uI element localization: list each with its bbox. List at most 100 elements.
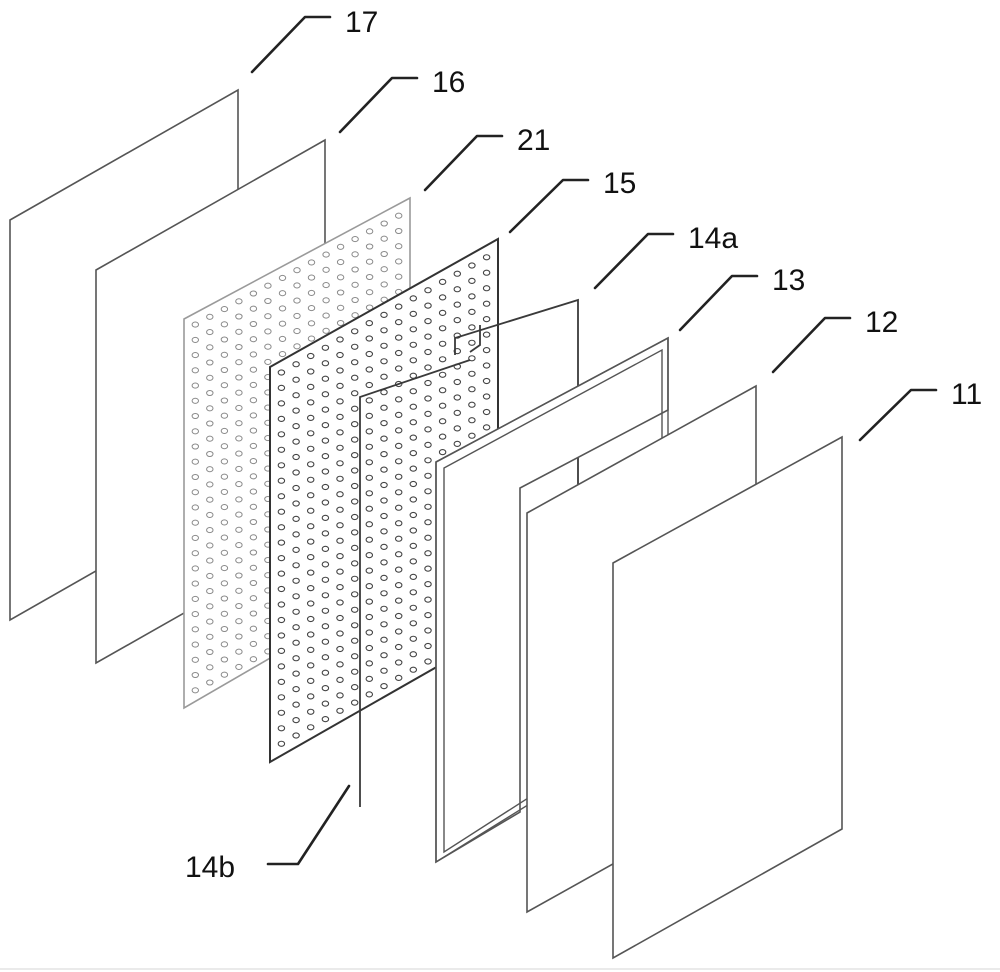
perforation-hole xyxy=(249,381,258,388)
perforation-hole xyxy=(292,716,300,724)
perforation-hole xyxy=(336,568,344,575)
perforation-hole xyxy=(191,489,200,496)
perforation-hole xyxy=(438,418,447,425)
perforation-hole xyxy=(191,504,200,511)
perforation-hole xyxy=(468,401,476,408)
perforation-hole xyxy=(306,414,315,422)
perforation-hole xyxy=(394,597,403,604)
perforation-hole xyxy=(409,558,418,565)
perforation-hole xyxy=(206,450,214,458)
perforation-hole xyxy=(424,565,432,572)
perforation-hole xyxy=(220,625,229,633)
perforation-hole xyxy=(306,461,315,468)
perforation-hole xyxy=(321,684,330,692)
perforation-hole xyxy=(453,286,462,293)
perforation-hole xyxy=(336,351,344,359)
perforation-hole xyxy=(394,581,403,589)
perforation-hole xyxy=(307,259,316,266)
perforation-hole xyxy=(249,518,258,526)
perforation-hole xyxy=(336,259,345,266)
perforation-hole xyxy=(438,371,447,378)
perforation-hole xyxy=(292,392,300,399)
perforation-hole xyxy=(249,397,258,404)
perforation-hole xyxy=(306,507,315,514)
perforation-hole xyxy=(438,340,447,347)
perforation-hole xyxy=(438,433,447,440)
perforation-hole xyxy=(350,653,359,660)
perforation-hole xyxy=(482,408,491,416)
perforation-hole xyxy=(336,274,345,281)
perforation-hole xyxy=(468,432,476,439)
perforation-hole xyxy=(336,661,344,668)
perforation-hole xyxy=(424,395,432,402)
perforation-hole xyxy=(321,421,330,429)
perforation-hole xyxy=(292,639,300,646)
perforation-hole xyxy=(264,297,272,305)
perforation-hole xyxy=(277,446,286,453)
perforation-hole xyxy=(292,407,300,414)
perforation-hole xyxy=(306,569,315,576)
perforation-hole xyxy=(350,482,359,490)
perforation-hole xyxy=(409,527,418,534)
perforation-hole xyxy=(321,391,330,398)
perforation-hole xyxy=(394,659,403,666)
perforation-hole xyxy=(235,557,243,564)
perforation-hole xyxy=(438,387,447,394)
perforation-hole xyxy=(409,419,418,426)
perforation-hole xyxy=(249,503,258,510)
perforation-hole xyxy=(306,445,315,452)
perforation-hole xyxy=(409,620,418,627)
perforation-hole xyxy=(191,626,200,633)
perforation-hole xyxy=(336,243,345,250)
perforation-hole xyxy=(336,645,344,653)
perforation-hole xyxy=(249,366,258,373)
perforation-hole xyxy=(336,676,344,684)
perforation-hole xyxy=(365,551,374,559)
perforation-hole xyxy=(206,633,214,640)
perforation-hole xyxy=(235,450,243,457)
perforation-hole xyxy=(394,411,403,419)
perforation-hole xyxy=(206,648,214,656)
perforation-hole xyxy=(235,404,243,411)
perforation-hole xyxy=(235,602,243,610)
perforation-hole xyxy=(380,512,388,520)
perforation-hole xyxy=(350,420,359,428)
perforation-hole xyxy=(191,534,200,541)
perforation-hole xyxy=(350,498,359,505)
perforation-hole xyxy=(307,305,316,312)
perforation-hole xyxy=(409,635,418,642)
perforation-hole xyxy=(277,508,286,515)
perforation-hole xyxy=(336,460,344,467)
perforation-hole xyxy=(220,427,229,434)
perforation-hole xyxy=(235,343,243,351)
perforation-hole xyxy=(350,637,359,644)
perforation-hole xyxy=(380,419,388,427)
perforation-hole xyxy=(249,656,258,663)
perforation-hole xyxy=(336,583,344,591)
perforation-hole xyxy=(365,536,374,543)
perforation-hole xyxy=(453,316,462,324)
perforation-hole xyxy=(424,364,432,371)
perforation-hole xyxy=(206,588,214,595)
perforation-hole xyxy=(351,296,359,304)
perforation-hole xyxy=(409,496,418,503)
perforation-hole xyxy=(191,321,200,328)
perforation-hole xyxy=(482,285,491,292)
perforation-hole xyxy=(292,469,300,476)
label-16: 16 xyxy=(432,66,465,99)
perforation-hole xyxy=(264,343,272,350)
perforation-hole xyxy=(322,266,330,273)
perforation-hole xyxy=(482,269,491,276)
perforation-hole xyxy=(350,591,359,598)
perforation-hole xyxy=(220,504,229,511)
perforation-hole xyxy=(468,386,476,393)
perforation-hole xyxy=(394,643,403,651)
perforation-hole xyxy=(306,584,315,592)
perforation-hole xyxy=(307,335,316,342)
perforation-hole xyxy=(277,431,286,438)
perforation-hole xyxy=(336,599,344,606)
perforation-hole xyxy=(321,561,330,568)
perforation-hole xyxy=(277,740,286,747)
perforation-hole xyxy=(424,457,432,464)
perforation-hole xyxy=(350,467,359,474)
